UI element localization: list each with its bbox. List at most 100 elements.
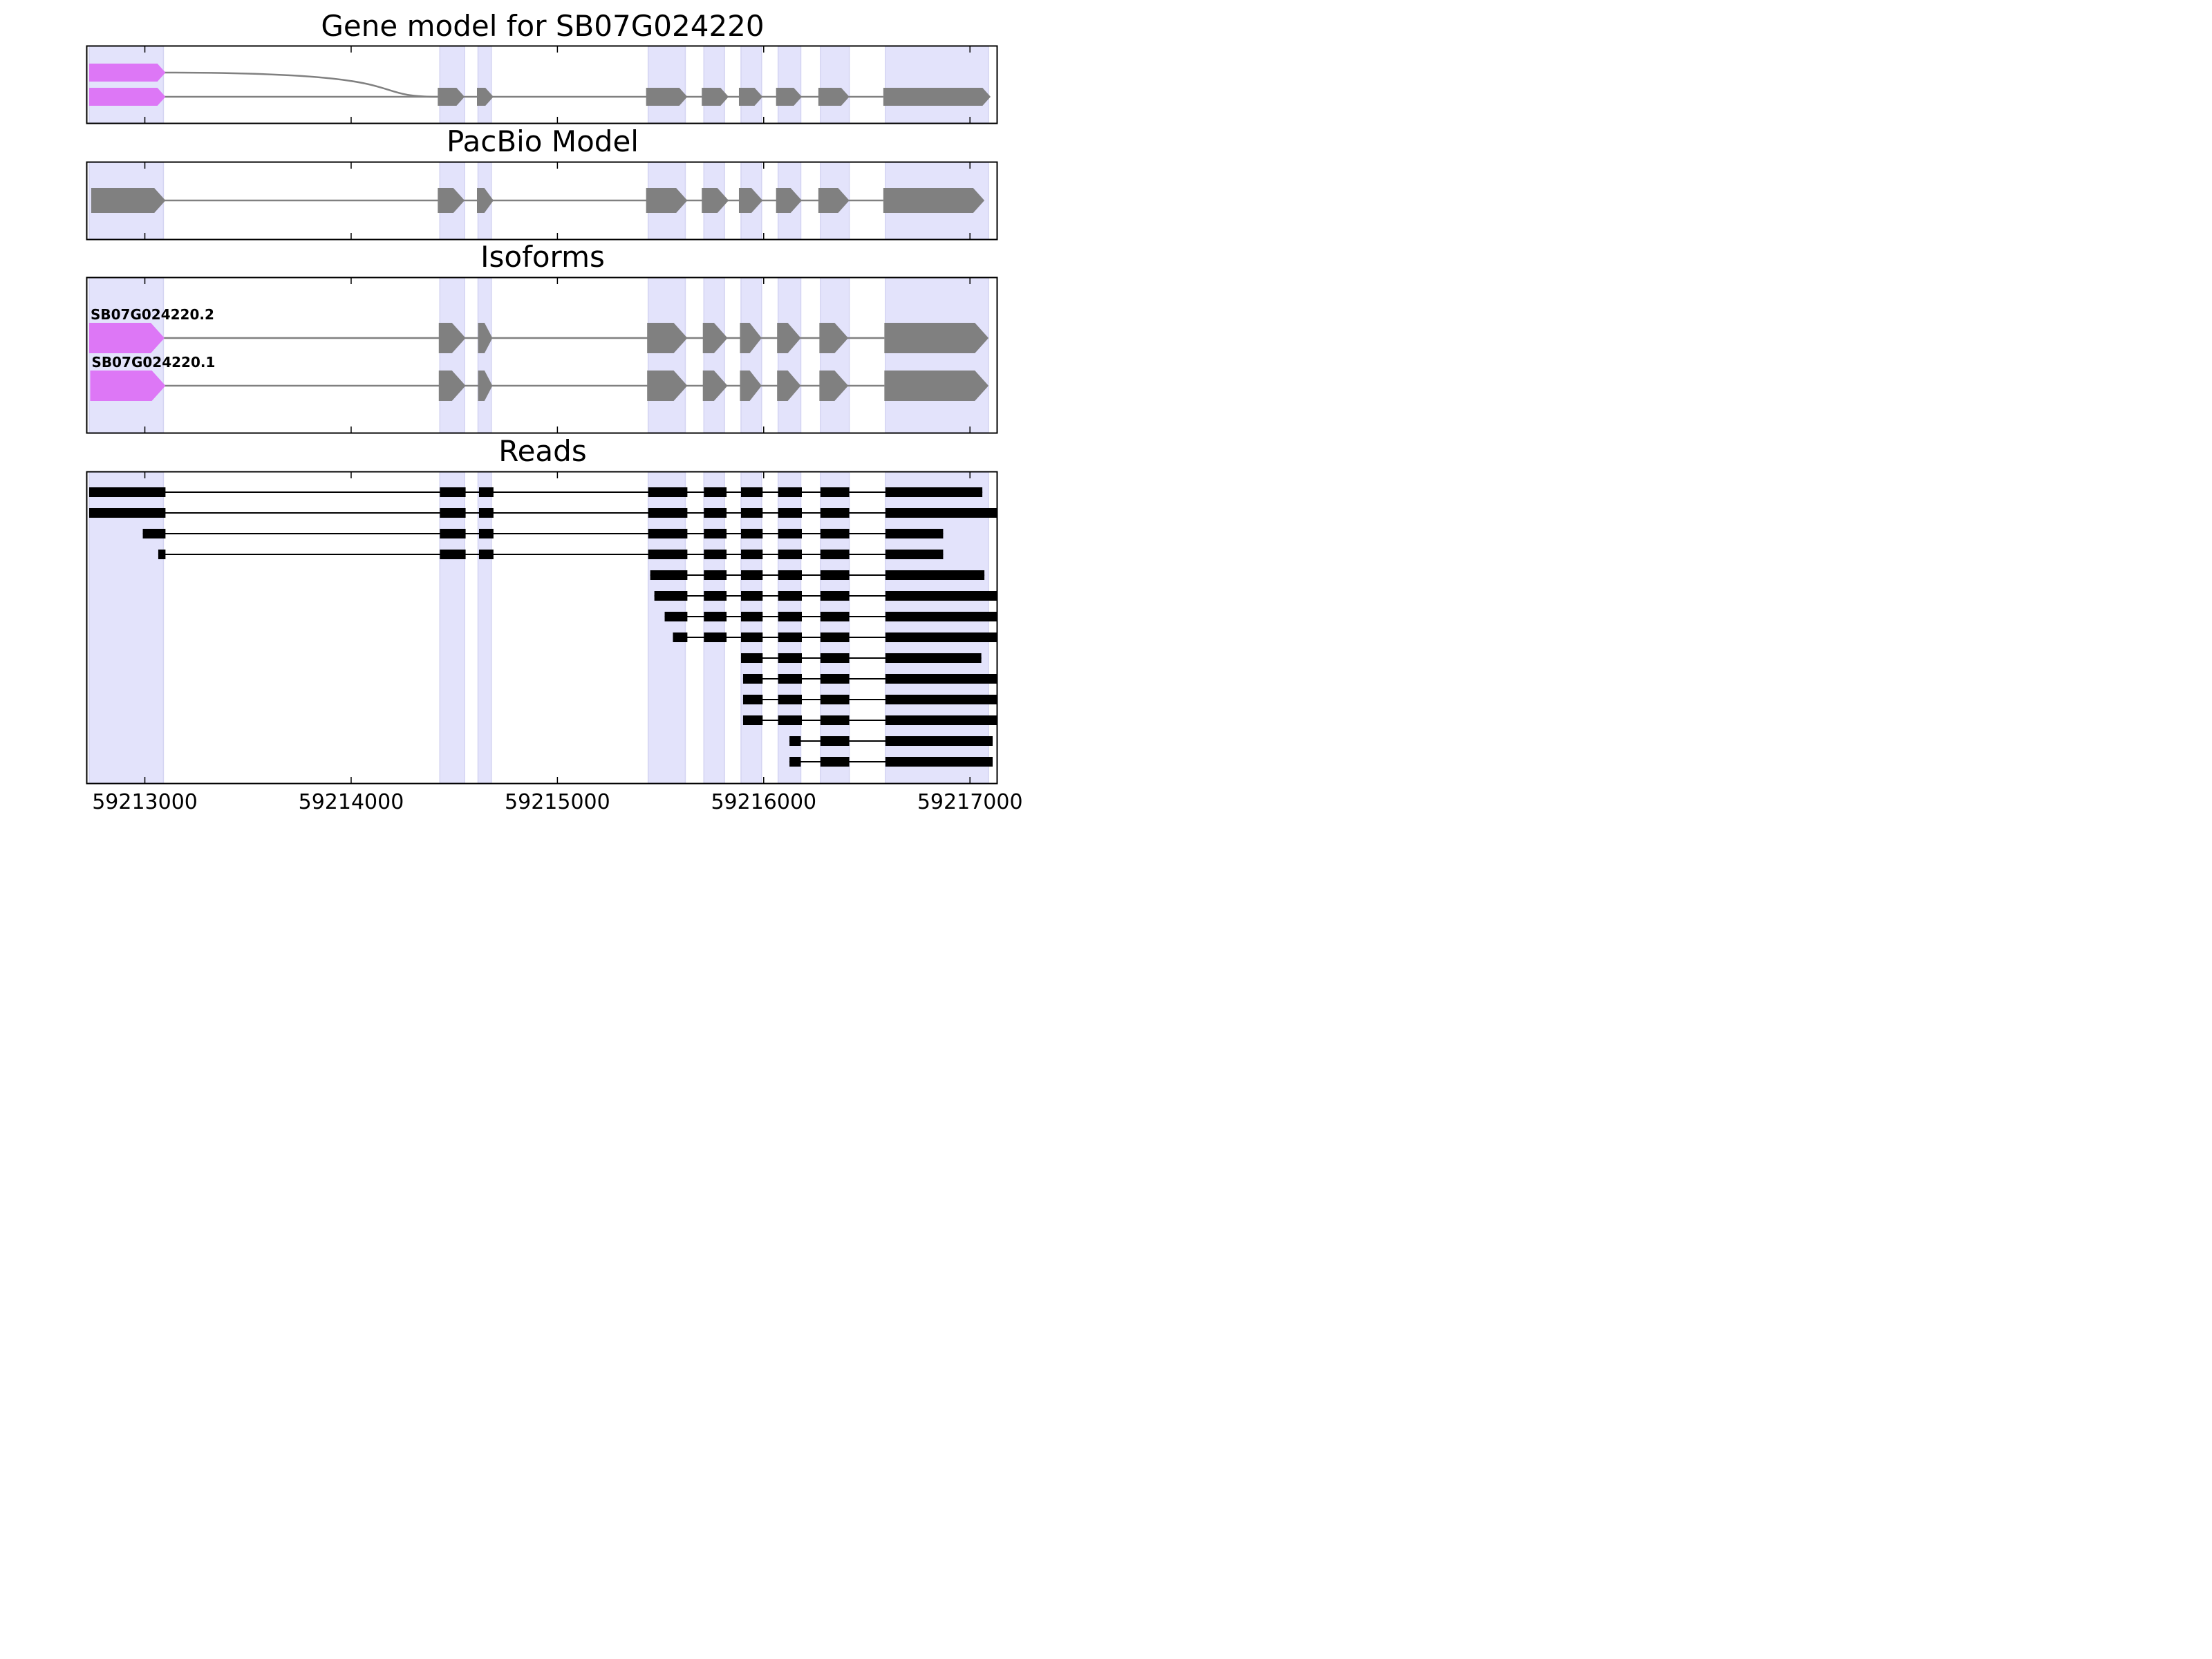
cds-exon: [819, 323, 849, 353]
read-block: [820, 508, 850, 518]
x-tick-label: 59213000: [92, 790, 198, 813]
read-block: [820, 736, 850, 746]
read-block: [885, 757, 993, 767]
exon-band: [88, 46, 165, 124]
read-block: [820, 715, 850, 725]
utr-exon: [88, 88, 166, 106]
read-block: [885, 653, 982, 663]
read-block: [648, 529, 688, 538]
read-block: [885, 612, 997, 621]
exon-band: [777, 277, 802, 433]
cds-exon: [477, 188, 494, 213]
read-block: [440, 550, 466, 559]
x-tick-label: 59216000: [711, 790, 816, 813]
utr-exon: [88, 323, 165, 353]
read-block: [704, 487, 727, 497]
read-block: [440, 508, 466, 518]
cds-exon: [438, 88, 465, 106]
cds-exon: [884, 371, 989, 401]
read-block: [778, 591, 802, 601]
pacbio-model-panel: [86, 161, 998, 241]
cds-exon: [438, 323, 466, 353]
isoforms-title: Isoforms: [480, 240, 605, 274]
cds-exon: [702, 323, 728, 353]
read-block: [704, 612, 727, 621]
read: [88, 508, 997, 518]
cds-exon: [478, 371, 493, 401]
junction-curve: [164, 71, 438, 98]
read-block: [478, 529, 494, 538]
read-block: [820, 695, 850, 704]
read-block: [778, 487, 802, 497]
read-block: [664, 612, 688, 621]
read-block: [885, 570, 985, 580]
read-block: [740, 612, 763, 621]
cds-exon: [478, 323, 493, 353]
cds-exon: [477, 88, 494, 106]
read-block: [778, 550, 802, 559]
read-block: [789, 757, 801, 767]
read-block: [778, 570, 802, 580]
exon-band: [740, 471, 762, 784]
cds-exon: [776, 188, 802, 213]
read-block: [648, 550, 688, 559]
exon-band: [647, 471, 686, 784]
cds-exon: [883, 88, 991, 106]
read-block: [820, 550, 850, 559]
read-block: [704, 632, 727, 642]
cds-exon: [740, 323, 762, 353]
read-block: [440, 529, 466, 538]
read: [158, 550, 944, 559]
read-block: [158, 550, 166, 559]
read-block: [778, 632, 802, 642]
read-block: [142, 529, 166, 538]
cds-exon: [818, 88, 850, 106]
exon-band: [740, 46, 762, 124]
read: [664, 612, 997, 621]
read-block: [478, 487, 494, 497]
x-tick-label: 59217000: [917, 790, 1023, 813]
cds-exon: [647, 371, 688, 401]
read-block: [820, 591, 850, 601]
read-block: [885, 487, 983, 497]
read-block: [742, 715, 763, 725]
gene-model-panel: [86, 45, 998, 124]
read: [789, 736, 993, 746]
exon-band: [885, 471, 989, 784]
read-block: [478, 508, 494, 518]
reads-title: Reads: [498, 434, 586, 468]
read-block: [704, 529, 727, 538]
exon-band: [439, 471, 465, 784]
cds-exon: [646, 88, 688, 106]
exon-band: [88, 471, 165, 784]
cds-exon: [776, 88, 802, 106]
read-block: [820, 757, 850, 767]
read: [650, 570, 985, 580]
read-block: [778, 612, 802, 621]
read-block: [704, 570, 727, 580]
read-block: [740, 508, 763, 518]
read-block: [740, 550, 763, 559]
read-block: [673, 632, 688, 642]
read-block: [885, 695, 997, 704]
read-block: [740, 632, 763, 642]
read: [673, 632, 997, 642]
read-block: [740, 653, 763, 663]
isoform-label: SB07G024220.1: [91, 354, 215, 371]
read: [742, 674, 997, 684]
read-block: [885, 674, 997, 684]
read: [88, 487, 983, 497]
read-block: [778, 529, 802, 538]
read-block: [478, 550, 494, 559]
exon-band: [703, 277, 725, 433]
read-block: [740, 570, 763, 580]
read: [789, 757, 993, 767]
exon-band: [820, 46, 850, 124]
read-block: [740, 487, 763, 497]
cds-exon: [702, 188, 729, 213]
isoform-label: SB07G024220.2: [91, 306, 214, 323]
pacbio-model-title: PacBio Model: [447, 124, 639, 158]
read-block: [648, 487, 688, 497]
cds-exon: [740, 371, 762, 401]
